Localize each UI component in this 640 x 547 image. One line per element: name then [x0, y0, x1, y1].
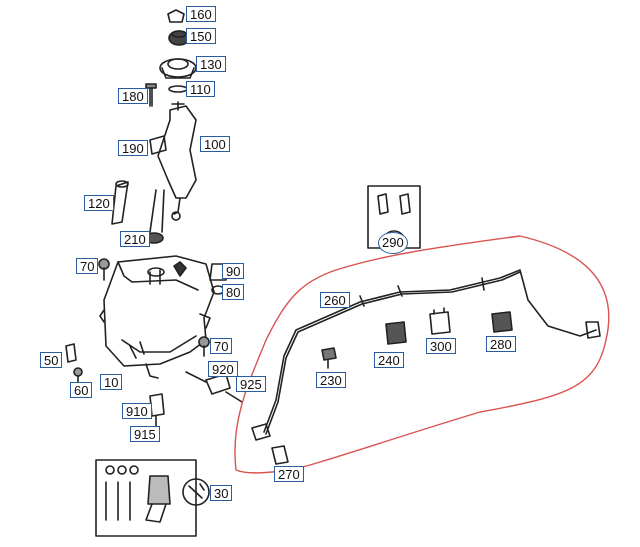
seal-part-130 — [159, 58, 197, 79]
callout-290[interactable]: 290 — [378, 232, 408, 254]
clip-part-160 — [167, 9, 185, 23]
callout-10[interactable]: 10 — [100, 374, 123, 390]
callout-240[interactable]: 240 — [374, 352, 404, 368]
callout-210[interactable]: 210 — [120, 231, 150, 247]
callout-150[interactable]: 150 — [186, 28, 216, 44]
callout-180[interactable]: 180 — [118, 88, 148, 104]
callout-90[interactable]: 90 — [222, 263, 245, 279]
callout-50[interactable]: 50 — [40, 352, 63, 368]
bracket-part-190 — [149, 135, 167, 155]
reservoir-tank-part-10 — [99, 255, 215, 379]
cap-part-90 — [209, 263, 227, 281]
callout-230[interactable]: 230 — [316, 372, 346, 388]
hose-harness-part-260 — [251, 269, 601, 465]
callout-60[interactable]: 60 — [70, 382, 93, 398]
screw-part-60 — [73, 367, 83, 385]
callout-300[interactable]: 300 — [426, 338, 456, 354]
callout-80[interactable]: 80 — [222, 284, 245, 300]
connector-part-280 — [491, 311, 513, 333]
filler-neck-part-100 — [149, 101, 197, 233]
callout-280[interactable]: 280 — [486, 336, 516, 352]
bracket-part-50 — [65, 343, 77, 363]
callout-190[interactable]: 190 — [118, 140, 148, 156]
callout-925[interactable]: 925 — [236, 376, 266, 392]
nozzle-part-230 — [321, 347, 337, 369]
callout-260[interactable]: 260 — [320, 292, 350, 308]
callout-110[interactable]: 110 — [186, 81, 215, 97]
callout-920[interactable]: 920 — [208, 361, 238, 377]
callout-270[interactable]: 270 — [274, 466, 304, 482]
callout-910[interactable]: 910 — [122, 403, 152, 419]
callout-70-left[interactable]: 70 — [76, 258, 99, 274]
repair-kit-box-30 — [95, 459, 210, 537]
hose-part-120 — [111, 180, 129, 225]
highlight-outline — [234, 235, 610, 474]
screw-part-70-right — [198, 336, 210, 357]
connector-part-240 — [385, 321, 407, 345]
screw-part-180 — [145, 83, 157, 107]
callout-160[interactable]: 160 — [186, 6, 216, 22]
callout-100[interactable]: 100 — [200, 136, 230, 152]
callout-120[interactable]: 120 — [84, 195, 114, 211]
callout-915[interactable]: 915 — [130, 426, 160, 442]
callout-30[interactable]: 30 — [210, 485, 233, 501]
oring-part-110 — [168, 85, 188, 93]
callout-70-right[interactable]: 70 — [210, 338, 233, 354]
sensor-part-910 — [149, 393, 165, 429]
screw-part-70-left — [98, 258, 110, 281]
clip-part-300 — [429, 307, 451, 335]
callout-130[interactable]: 130 — [196, 56, 226, 72]
